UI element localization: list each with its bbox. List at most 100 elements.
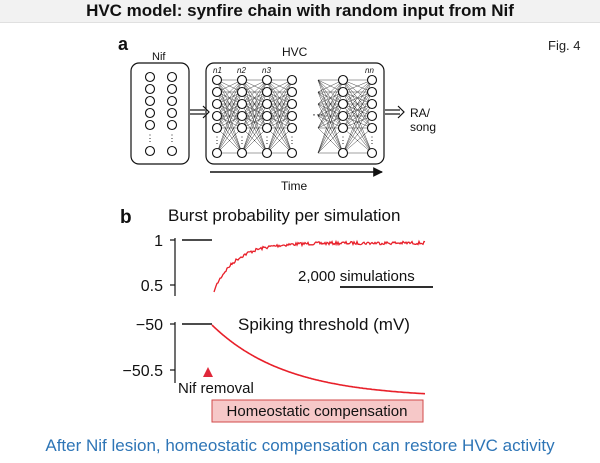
synapse-line [317,103,344,154]
figure-label: Fig. 4 [548,38,581,53]
nif-removal-marker [203,367,213,377]
synapse-line [317,115,344,154]
nif-box [130,62,190,165]
hvc-neuron [211,147,223,159]
hvc-neuron [236,86,248,98]
burst-probability-title: Burst probability per simulation [168,206,400,225]
synapse-line [266,79,293,129]
synapse-line [317,127,344,154]
hvc-neuron [261,86,273,98]
synapse-line [342,79,373,117]
hvc-neuron [211,74,223,86]
nif-ellipsis: ⋮ [146,133,155,143]
hvc-ellipsis: ⋮ [213,135,222,145]
hvc-neuron [366,147,378,159]
nif-neuron [166,83,178,95]
nif-removal-label: Nif removal [178,380,254,397]
panel-b-letter: b [120,207,132,228]
hvc-neuron [236,147,248,159]
hvc-ellipsis: ⋮ [368,135,377,145]
slide-title-bar: HVC model: synfire chain with random inp… [0,0,600,23]
hvc-ellipsis: ⋮ [238,135,247,145]
hvc-neuron [337,110,349,122]
nif-neuron [144,83,156,95]
hvc-neuron [366,86,378,98]
nif-neuron [144,107,156,119]
hvc-to-ra-arrow-head [397,105,405,119]
nif-ellipsis: ⋮ [168,133,177,143]
hvc-neuron [211,110,223,122]
threshold-tick-label-50: −50 [136,317,163,334]
output-label-ra: RA/ [410,106,431,120]
nif-to-hvc-arrow-head [202,105,210,119]
hvc-ellipsis: ⋮ [263,135,272,145]
hvc-neuron [337,122,349,134]
threshold-tick-label-50-5: −50.5 [123,363,164,380]
synapse-line [216,79,243,129]
homeostatic-compensation-box [211,399,424,423]
hvc-neuron [236,74,248,86]
hvc-neuron [211,122,223,134]
hvc-label: HVC [282,45,308,59]
hvc-neuron [366,122,378,134]
synapse-line [342,115,373,129]
hvc-neuron [286,122,298,134]
synapse-line [317,79,344,105]
spiking-threshold-trace [211,324,425,395]
synapse-line [342,127,373,154]
nif-neuron [144,145,156,157]
synapse-line [216,79,243,117]
hvc-neuron [261,147,273,159]
burst-tick-label-0-5: 0.5 [141,278,163,295]
hvc-neuron [337,74,349,86]
hvc-ellipsis: ⋮ [339,135,348,145]
synapse-line [317,79,344,129]
synapse-line [342,103,373,154]
nif-neuron [166,145,178,157]
layer-label-nn: nn [365,66,374,75]
nif-neurons: ⋮⋮ [144,71,178,157]
synapse-line [241,79,268,117]
layer-label-n3: n3 [262,66,271,75]
synapse-line [241,115,268,154]
synapse-line [266,127,293,154]
synapse-line [241,79,268,129]
hvc-neuron [211,98,223,110]
synapse-line [266,79,293,105]
hvc-network: ⋮⋮⋮⋮···⋮⋮ [211,74,378,159]
hvc-neuron [286,86,298,98]
nif-neuron [144,95,156,107]
synapse-line [241,79,268,105]
hvc-neuron [236,122,248,134]
hvc-neuron [286,74,298,86]
synapse-line [216,103,243,154]
output-label-song: song [410,120,436,134]
nif-label: Nif [152,51,166,63]
hvc-neuron [261,74,273,86]
synapse-line [266,91,293,129]
layer-label-n1: n1 [213,66,222,75]
synapse-line [342,115,373,154]
synapse-line [216,79,243,105]
hvc-neuron [366,110,378,122]
nif-neuron [144,71,156,83]
synapse-line [241,91,268,129]
synapse-line [241,103,268,154]
nif-neuron [166,71,178,83]
synapse-line [266,115,293,154]
synapse-line [342,79,373,105]
hvc-neuron [261,110,273,122]
nif-neuron [166,95,178,107]
slide-title: HVC model: synfire chain with random inp… [86,1,514,20]
synapse-line [317,91,344,129]
spiking-threshold-title: Spiking threshold (mV) [238,315,410,334]
synapse-line [317,79,344,117]
synapse-line [342,79,373,129]
hvc-neuron [236,98,248,110]
hvc-neuron [261,122,273,134]
synapse-line [241,127,268,154]
time-label: Time [281,179,308,193]
synapse-line [266,103,293,154]
slide-caption: After Nif lesion, homeostatic compensati… [45,436,555,455]
